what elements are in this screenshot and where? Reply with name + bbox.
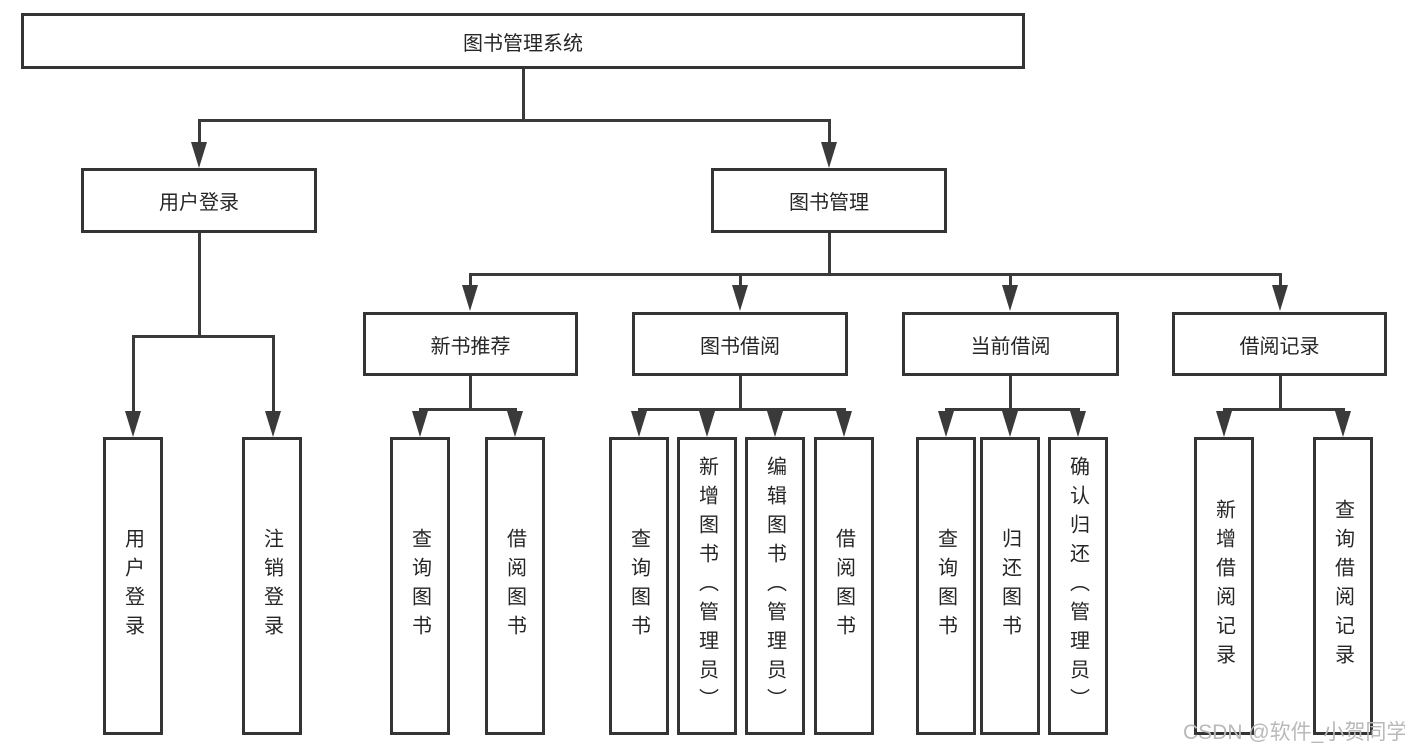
node-label: 图书借阅 — [700, 335, 780, 358]
connector-line — [131, 335, 135, 413]
node-user-login: 用户登录 — [81, 168, 317, 233]
node-label: 当前借阅 — [970, 335, 1051, 358]
arrowhead — [821, 142, 837, 168]
arrowhead — [412, 411, 428, 437]
arrowhead — [125, 411, 141, 437]
leaf-return-book: 归还图书 — [980, 437, 1040, 735]
node-label: 编辑图书（管理员） — [763, 455, 786, 717]
leaf-borrow-books: 借阅图书 — [814, 437, 874, 735]
node-label: 借阅图书 — [832, 528, 855, 644]
connector-line — [944, 408, 1080, 411]
node-current-borrow: 当前借阅 — [902, 312, 1119, 376]
leaf-confirm-return-admin: 确认归还（管理员） — [1048, 437, 1108, 735]
connector-line — [468, 376, 472, 411]
connector-line — [521, 69, 525, 122]
leaf-query-borrow-record: 查询借阅记录 — [1313, 437, 1373, 735]
node-label: 图书管理 — [789, 192, 869, 214]
connector-line — [1278, 376, 1282, 411]
leaf-add-book-admin: 新增图书（管理员） — [677, 437, 737, 735]
arrowhead — [507, 411, 523, 437]
node-label: 新增图书（管理员） — [695, 455, 718, 717]
node-label: 查询图书 — [627, 528, 650, 644]
leaf-add-borrow-record: 新增借阅记录 — [1194, 437, 1254, 735]
connector-line — [827, 119, 831, 144]
connector-line — [738, 376, 742, 411]
arrowhead — [1002, 411, 1018, 437]
leaf-logout: 注销登录 — [242, 437, 302, 735]
leaf-edit-book-admin: 编辑图书（管理员） — [745, 437, 805, 735]
node-label: 新书推荐 — [430, 335, 511, 358]
connector-line — [1008, 273, 1012, 287]
connector-line — [637, 408, 846, 411]
node-label: 查询图书 — [934, 528, 957, 644]
node-book-management: 图书管理 — [711, 168, 947, 233]
arrowhead — [265, 411, 281, 437]
node-label: 查询借阅记录 — [1331, 499, 1354, 673]
arrowhead — [836, 411, 852, 437]
node-label: 新增借阅记录 — [1212, 499, 1235, 673]
arrowhead — [462, 285, 478, 311]
arrowhead — [1272, 285, 1288, 311]
node-book-borrow: 图书借阅 — [632, 312, 848, 376]
leaf-query-books-recommend: 查询图书 — [390, 437, 450, 735]
arrowhead — [1070, 411, 1086, 437]
connector-line — [131, 335, 275, 338]
arrowhead — [1335, 411, 1351, 437]
node-label: 用户登录 — [159, 192, 239, 214]
leaf-query-books-borrow: 查询图书 — [609, 437, 669, 735]
arrowhead — [938, 411, 954, 437]
connector-line — [197, 119, 831, 122]
arrowhead — [699, 411, 715, 437]
node-label: 确认归还（管理员） — [1066, 455, 1089, 717]
connector-line — [468, 273, 472, 287]
node-label: 查询图书 — [408, 528, 431, 644]
connector-line — [1278, 273, 1282, 287]
leaf-query-books-current: 查询图书 — [916, 437, 976, 735]
arrowhead — [767, 411, 783, 437]
arrowhead — [631, 411, 647, 437]
node-library-system: 图书管理系统 — [21, 13, 1025, 69]
connector-line — [197, 233, 201, 338]
node-label: 用户登录 — [121, 528, 144, 644]
connector-line — [1008, 376, 1012, 411]
node-label: 借阅记录 — [1239, 335, 1320, 358]
node-label: 图书管理系统 — [463, 32, 583, 55]
node-new-book-recommend: 新书推荐 — [363, 312, 578, 376]
node-borrow-records: 借阅记录 — [1172, 312, 1387, 376]
connector-line — [1222, 408, 1345, 411]
leaf-borrow-books-recommend: 借阅图书 — [485, 437, 545, 735]
connector-line — [271, 335, 275, 413]
leaf-user-login: 用户登录 — [103, 437, 163, 735]
connector-line — [827, 233, 831, 276]
connector-line — [738, 273, 742, 287]
connector-line — [418, 408, 517, 411]
arrowhead — [1216, 411, 1232, 437]
connector-line — [468, 273, 1282, 276]
node-label: 注销登录 — [260, 528, 283, 644]
connector-line — [197, 119, 201, 144]
arrowhead — [191, 142, 207, 168]
csdn-watermark: CSDN @软件_小贺同学 — [1183, 721, 1405, 744]
arrowhead — [732, 285, 748, 311]
node-label: 归还图书 — [998, 528, 1021, 644]
node-label: 借阅图书 — [503, 528, 526, 644]
arrowhead — [1002, 285, 1018, 311]
